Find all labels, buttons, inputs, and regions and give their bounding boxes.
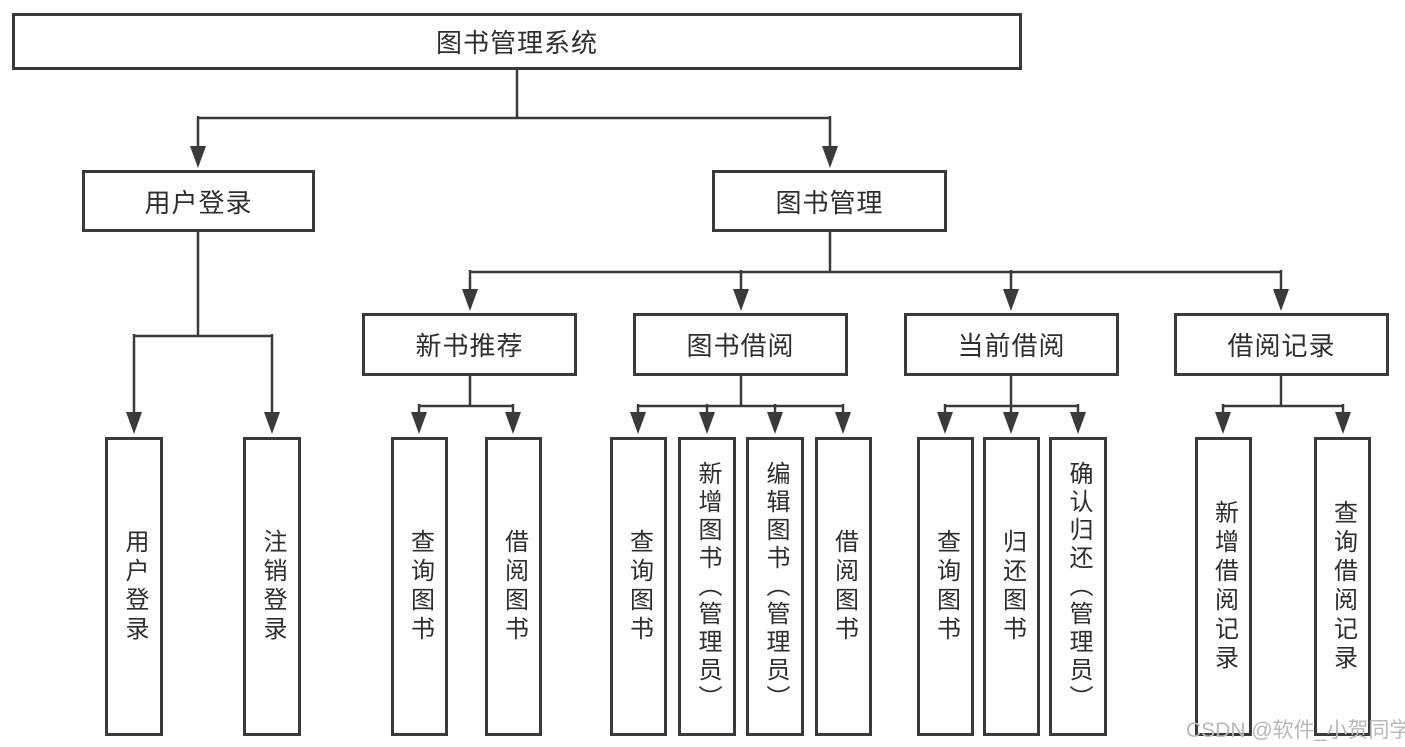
connector-current-borrow	[943, 376, 1080, 414]
leaf-logout-login-label: 注销登录	[259, 528, 286, 645]
arrowhead	[126, 412, 142, 434]
node-new-book-recommend: 新书推荐	[362, 313, 577, 376]
leaf-borrow-edit-book-admin: 编辑图书（管理员）	[746, 437, 804, 736]
leaf-current-query-book-label: 查询图书	[932, 528, 960, 645]
arrowhead	[1003, 289, 1019, 311]
arrowhead	[767, 412, 783, 434]
leaf-records-query-record: 查询借阅记录	[1314, 437, 1371, 736]
arrowhead	[505, 412, 521, 434]
arrowhead	[699, 412, 715, 434]
node-user-login-label: 用户登录	[144, 187, 253, 218]
node-root: 图书管理系统	[12, 13, 1022, 70]
connector-book-management	[468, 232, 1283, 291]
leaf-recommend-borrow-book: 借阅图书	[485, 437, 542, 736]
leaf-current-confirm-return-admin-label: 确认归还（管理员）	[1065, 460, 1092, 713]
arrowhead	[411, 412, 427, 434]
node-current-borrow: 当前借阅	[904, 313, 1119, 376]
leaf-user-login: 用户登录	[105, 437, 163, 736]
arrowhead	[1003, 412, 1019, 434]
leaf-borrow-borrow-book: 借阅图书	[815, 437, 872, 736]
arrowhead	[1273, 289, 1289, 311]
node-user-login: 用户登录	[82, 170, 315, 232]
connector-user-login	[132, 232, 274, 414]
node-current-borrow-label: 当前借阅	[957, 331, 1066, 361]
leaf-recommend-query-book-label: 查询图书	[406, 528, 434, 645]
leaf-borrow-add-book-admin: 新增图书（管理员）	[678, 437, 736, 736]
connector-root	[196, 70, 832, 150]
node-book-borrow-label: 图书借阅	[686, 331, 795, 361]
leaf-logout-login: 注销登录	[243, 437, 301, 736]
arrowhead	[1335, 412, 1351, 434]
node-new-book-recommend-label: 新书推荐	[415, 331, 524, 361]
leaf-borrow-edit-book-admin-label: 编辑图书（管理员）	[762, 460, 789, 713]
leaf-recommend-borrow-book-label: 借阅图书	[500, 528, 528, 645]
arrowhead	[835, 412, 851, 434]
connector-new-book-recommend	[417, 376, 515, 414]
arrowhead	[937, 412, 953, 434]
arrowhead	[1070, 412, 1086, 434]
connector-book-borrow	[636, 376, 845, 414]
csdn-watermark: CSDN @软件_小贺同学	[1186, 719, 1405, 742]
leaf-borrow-borrow-book-label: 借阅图书	[830, 528, 858, 645]
leaf-records-add-record: 新增借阅记录	[1195, 437, 1252, 736]
node-book-management: 图书管理	[712, 170, 947, 232]
arrowhead	[822, 146, 838, 168]
leaf-current-return-book: 归还图书	[983, 437, 1040, 736]
leaf-borrow-query-book: 查询图书	[610, 437, 667, 736]
arrowhead	[630, 412, 646, 434]
leaf-records-query-record-label: 查询借阅记录	[1329, 499, 1357, 674]
node-root-label: 图书管理系统	[435, 28, 598, 58]
node-book-borrow: 图书借阅	[633, 313, 848, 376]
leaf-current-query-book: 查询图书	[917, 437, 974, 736]
leaf-recommend-query-book: 查询图书	[391, 437, 448, 736]
connector-borrow-records	[1221, 376, 1345, 414]
leaf-current-confirm-return-admin: 确认归还（管理员）	[1049, 437, 1107, 736]
leaf-user-login-label: 用户登录	[121, 528, 148, 645]
arrowhead	[190, 146, 206, 168]
leaf-records-add-record-label: 新增借阅记录	[1210, 499, 1238, 674]
arrowhead	[1215, 412, 1231, 434]
arrowhead	[733, 289, 749, 311]
leaf-borrow-query-book-label: 查询图书	[625, 528, 653, 645]
node-borrow-records: 借阅记录	[1174, 313, 1389, 376]
arrowhead	[264, 412, 280, 434]
node-borrow-records-label: 借阅记录	[1227, 331, 1336, 361]
node-book-management-label: 图书管理	[775, 187, 884, 218]
leaf-current-return-book-label: 归还图书	[998, 528, 1026, 645]
leaf-borrow-add-book-admin-label: 新增图书（管理员）	[694, 460, 721, 713]
arrowhead	[462, 289, 478, 311]
